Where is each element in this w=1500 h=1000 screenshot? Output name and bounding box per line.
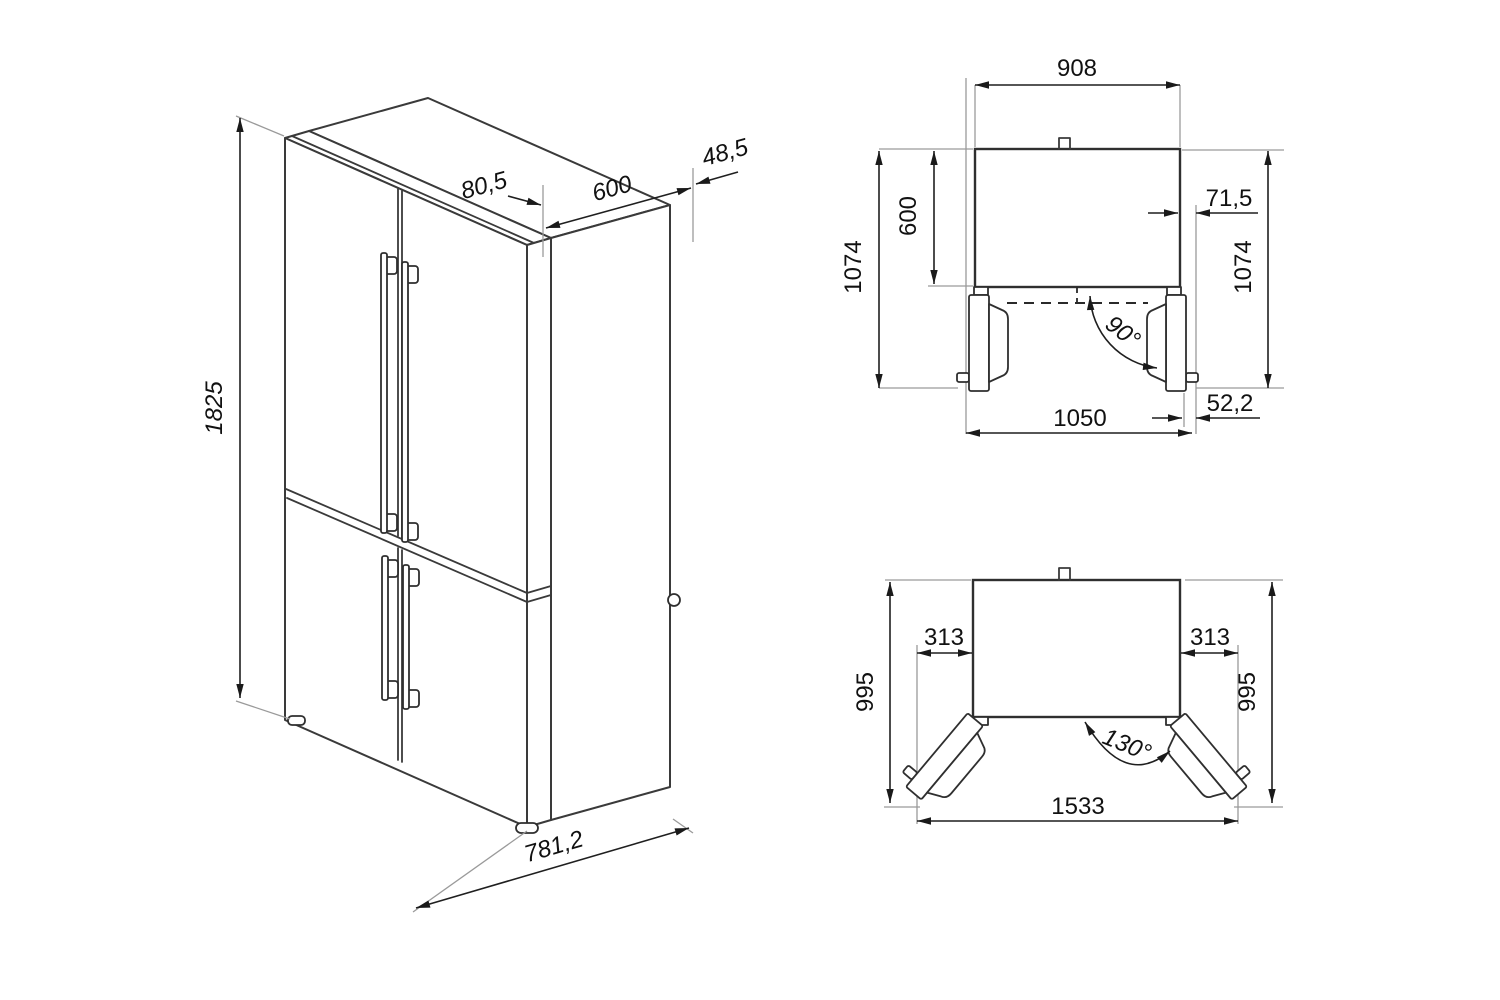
cabinet-outline-130 xyxy=(971,578,1182,719)
right-door-width-label: 313 xyxy=(1190,624,1230,651)
top-hinge-pin-130 xyxy=(1058,567,1071,581)
top-hinge-pin-90 xyxy=(1058,137,1071,150)
dim-right-995: 995 xyxy=(1234,582,1276,803)
height-label: 1825 xyxy=(201,381,228,435)
handle-upper-left xyxy=(380,252,398,534)
left-door-open-130 xyxy=(902,713,986,800)
handle-lower-right xyxy=(402,564,420,710)
isometric-view: 1825 80,5 600 48,5 781,2 xyxy=(201,97,752,913)
handle-upper-right xyxy=(401,261,419,543)
right-depth-total-label: 1074 xyxy=(1230,240,1257,293)
cabinet-outline-90 xyxy=(973,147,1182,289)
total-width-label: 1533 xyxy=(1051,793,1104,820)
swing-arc-90 xyxy=(1086,295,1158,371)
dim-height: 1825 xyxy=(201,115,291,720)
swing-arc-130 xyxy=(1084,721,1171,766)
top-view-90: 90° 908 600 1074 1074 71,5 52,2 xyxy=(840,55,1284,437)
left-depth-995-label: 995 xyxy=(852,672,879,712)
handle-lower-left xyxy=(381,555,399,701)
left-hinge-block-90 xyxy=(973,286,989,296)
dim-door-protrusion-71-5: 71,5 xyxy=(1148,185,1258,217)
right-depth-995-label: 995 xyxy=(1234,672,1261,712)
dim-left-door-313: 313 xyxy=(917,624,972,657)
door-angle-130-label: 130° xyxy=(1099,723,1156,767)
dim-total-width-1533: 1533 xyxy=(917,793,1238,825)
top-view-130: 130° 313 313 995 995 1533 xyxy=(852,567,1283,825)
dim-depth-600: 600 xyxy=(895,151,938,284)
dim-left-1074: 1074 xyxy=(840,151,883,388)
left-depth-total-label: 1074 xyxy=(840,240,867,293)
width-label: 908 xyxy=(1057,55,1097,82)
left-door-width-label: 313 xyxy=(924,624,964,651)
door-top-strip-inner-line xyxy=(291,135,535,244)
front-left-foot xyxy=(287,715,306,726)
handle-protrusion-label: 52,2 xyxy=(1207,390,1254,417)
rear-clearance-label: 48,5 xyxy=(699,133,752,172)
dim-open-width-1050: 1050 xyxy=(966,405,1192,437)
door-split-band xyxy=(285,488,552,603)
door-angle-90-label: 90° xyxy=(1100,310,1146,354)
dim-handle-protrusion-52-2: 52,2 xyxy=(1152,390,1260,422)
depth-label: 600 xyxy=(895,196,922,236)
right-door-open-130 xyxy=(1167,713,1251,800)
door-protrusion-label: 71,5 xyxy=(1206,185,1253,212)
dim-right-1074: 1074 xyxy=(1230,151,1272,388)
right-door-open-90 xyxy=(1146,294,1199,392)
dim-total-depth: 781,2 xyxy=(412,818,694,913)
side-panel xyxy=(550,204,671,821)
dim-right-door-313: 313 xyxy=(1181,624,1238,657)
rear-fitting xyxy=(667,593,681,607)
left-door-open-90 xyxy=(956,294,1009,392)
open-width-label: 1050 xyxy=(1053,405,1106,432)
right-hinge-block-90 xyxy=(1166,286,1182,296)
dim-width-908: 908 xyxy=(975,55,1180,89)
dim-left-995: 995 xyxy=(852,582,894,803)
door-side-thickness xyxy=(526,237,552,828)
